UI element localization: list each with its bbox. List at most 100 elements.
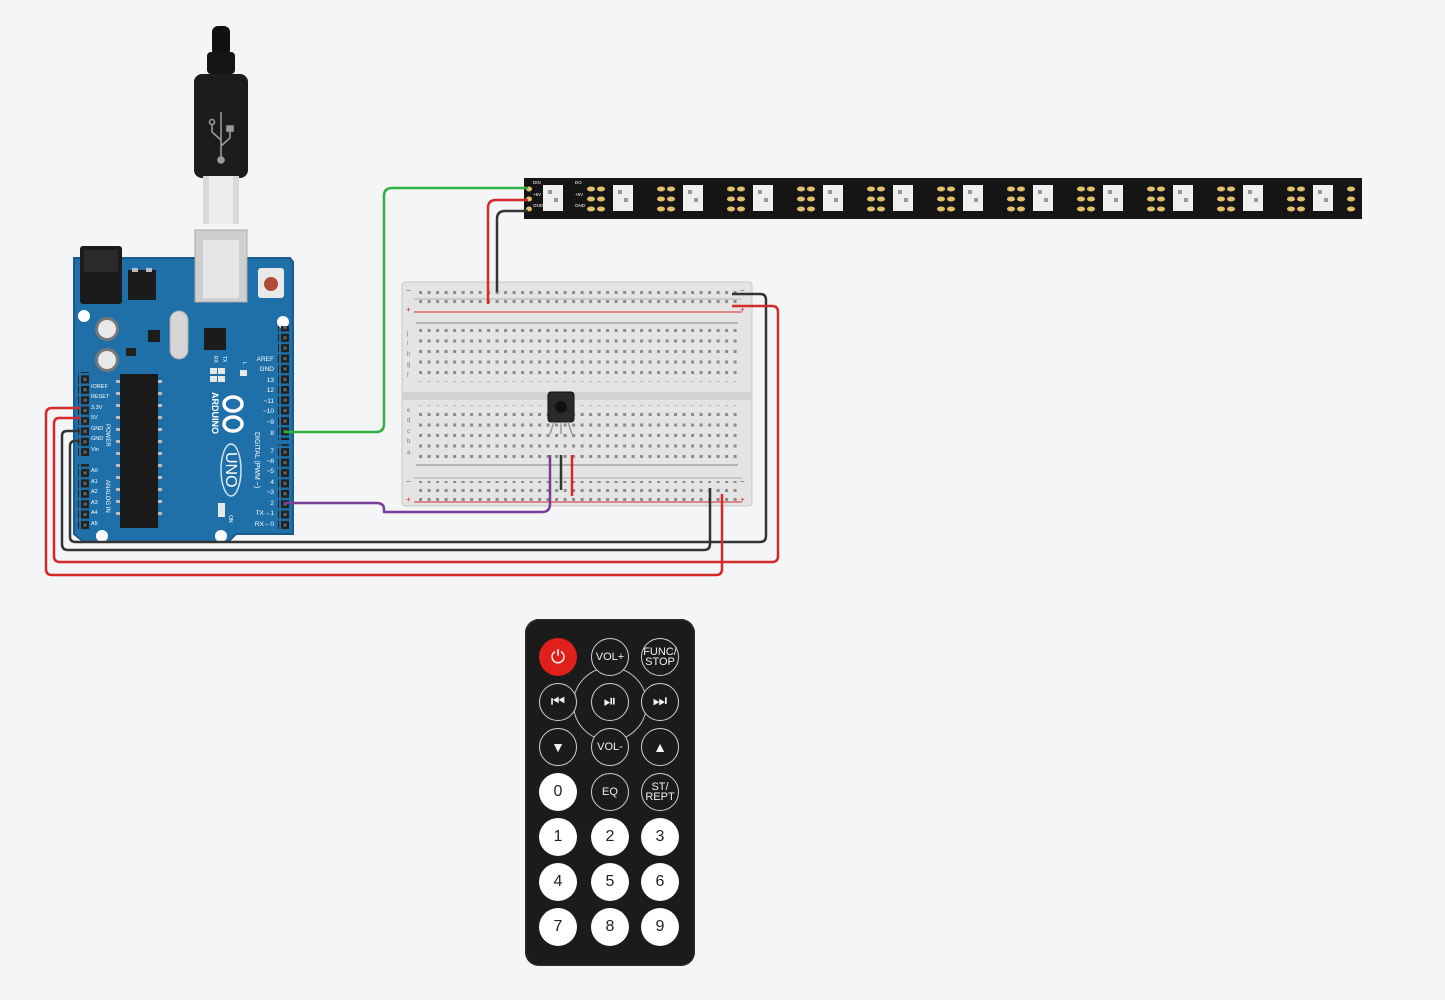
digit-8-button[interactable]: 8 xyxy=(591,908,629,946)
pin-label: 7 xyxy=(270,448,274,455)
pin-label: A0 xyxy=(91,468,98,474)
pin-label: 3.3V xyxy=(91,405,103,411)
pin-label: A3 xyxy=(91,500,98,506)
pin-label: 4 xyxy=(270,479,274,486)
row-label: d xyxy=(407,418,410,424)
row-label: b xyxy=(407,439,411,445)
play-pause-button[interactable]: ⏯ xyxy=(591,683,629,721)
wire-5v-red-1 xyxy=(44,406,724,577)
pin-label: TX→1 xyxy=(256,510,275,517)
pin-label: Vin xyxy=(91,447,99,453)
digit-7-button[interactable]: 7 xyxy=(539,908,577,946)
eq-button[interactable]: EQ xyxy=(591,773,629,811)
next-button[interactable]: ⏭ xyxy=(641,683,679,721)
row-label: i xyxy=(407,341,408,347)
strip-pad-label: +5V xyxy=(533,192,541,197)
digit-4-button[interactable]: 4 xyxy=(539,863,577,901)
row-label: c xyxy=(407,429,410,435)
pin-label: ~11 xyxy=(263,398,274,405)
rail-minus-label: − xyxy=(740,286,745,295)
row-label: g xyxy=(407,362,410,368)
arduino-brand-label: ARDUINO xyxy=(210,392,220,434)
wire-ir-signal-purple xyxy=(284,455,552,514)
row-label: j xyxy=(406,331,408,337)
st-rept-button[interactable]: ST/ REPT xyxy=(641,773,679,811)
vol-down-button[interactable]: VOL- xyxy=(591,728,629,766)
analog-header-label: ANALOG IN xyxy=(104,480,110,513)
arduino-labels: ARDUINO UNO DIGITAL (PWM ~) POWER ANALOG… xyxy=(91,356,274,528)
rail-minus-label: − xyxy=(740,477,745,486)
strip-pad-label: +5V xyxy=(575,192,583,197)
pin-label: 8 xyxy=(270,430,274,437)
on-label: ON xyxy=(227,515,233,523)
row-label: h xyxy=(407,352,410,358)
vol-up-button[interactable]: VOL+ xyxy=(591,638,629,676)
play-pause-icon: ⏯ xyxy=(603,693,617,710)
arrow-down-icon: ▼ xyxy=(551,739,565,755)
up-button[interactable]: ▲ xyxy=(641,728,679,766)
digit-2-button[interactable]: 2 xyxy=(591,818,629,856)
ir-remote[interactable]: ⏻ VOL+ FUNC/ STOP ⏮ ⏯ ⏭ ▼ VOL- ▲ 0 EQ ST… xyxy=(525,619,695,966)
prev-icon: ⏮ xyxy=(550,693,566,710)
row-label: f xyxy=(407,373,409,379)
power-icon: ⏻ xyxy=(550,646,566,667)
digit-9-button[interactable]: 9 xyxy=(641,908,679,946)
pin-label: A1 xyxy=(91,479,98,485)
prev-button[interactable]: ⏮ xyxy=(539,683,577,721)
wire-gnd-black-2 xyxy=(68,292,768,544)
arduino-uno-board[interactable] xyxy=(73,229,294,543)
rail-plus-label: + xyxy=(740,495,745,504)
digit-5-button[interactable]: 5 xyxy=(591,863,629,901)
wire-strip-gnd-black xyxy=(495,209,528,292)
strip-pad-label: DIN xyxy=(533,180,541,185)
pin-label: ~5 xyxy=(267,468,275,475)
arduino-logo-icon xyxy=(222,395,244,433)
wire-strip-5v-red xyxy=(486,198,528,304)
row-label: e xyxy=(407,408,411,414)
breadboard[interactable]: − + − + − + − + j i h g f e d c b a xyxy=(401,281,753,507)
pin-label: 13 xyxy=(267,377,275,384)
arrow-up-icon: ▲ xyxy=(653,739,667,755)
pin-label: ~6 xyxy=(267,458,275,465)
power-button[interactable]: ⏻ xyxy=(539,638,577,676)
wire-data-green xyxy=(284,186,528,434)
pin-label: GND xyxy=(91,426,103,432)
rail-plus-label: + xyxy=(740,305,745,314)
digit-6-button[interactable]: 6 xyxy=(641,863,679,901)
wire-5v-red-2 xyxy=(52,304,780,564)
strip-pad-label: GND xyxy=(533,203,544,208)
led-tx-label: TX xyxy=(221,356,227,363)
pin-label: AREF xyxy=(257,356,274,363)
rail-minus-label: − xyxy=(406,477,411,486)
digit-3-button[interactable]: 3 xyxy=(641,818,679,856)
strip-pad-label: GND xyxy=(575,203,586,208)
func-stop-button[interactable]: FUNC/ STOP xyxy=(641,638,679,676)
pin-label: GND xyxy=(260,366,275,373)
rail-minus-label: − xyxy=(406,286,411,295)
pin-label: 5V xyxy=(91,415,98,421)
digit-1-button[interactable]: 1 xyxy=(539,818,577,856)
led-strip[interactable]: DIN +5V GND DO +5V GND xyxy=(524,178,1362,219)
pin-label: ~10 xyxy=(263,408,274,415)
power-header-label: POWER xyxy=(104,424,110,447)
digit-0-button[interactable]: 0 xyxy=(539,773,577,811)
usb-icon xyxy=(208,112,234,164)
wires xyxy=(44,186,780,577)
next-icon: ⏭ xyxy=(652,693,668,710)
rail-plus-label: + xyxy=(406,495,411,504)
pin-label: A5 xyxy=(91,521,98,527)
digital-header-label: DIGITAL (PWM ~) xyxy=(253,432,260,488)
usb-cable xyxy=(194,26,248,224)
ir-receiver[interactable] xyxy=(547,391,575,435)
pin-label: A2 xyxy=(91,489,98,495)
pin-label: ~9 xyxy=(267,419,275,426)
rail-plus-label: + xyxy=(406,305,411,314)
down-button[interactable]: ▼ xyxy=(539,728,577,766)
arduino-model-label: UNO xyxy=(222,452,239,488)
led-rx-label: RX xyxy=(212,356,218,364)
pin-label: RESET xyxy=(91,394,110,400)
led-l-label: L xyxy=(241,362,247,365)
pin-label: 12 xyxy=(267,387,275,394)
pin-label: A4 xyxy=(91,510,98,516)
